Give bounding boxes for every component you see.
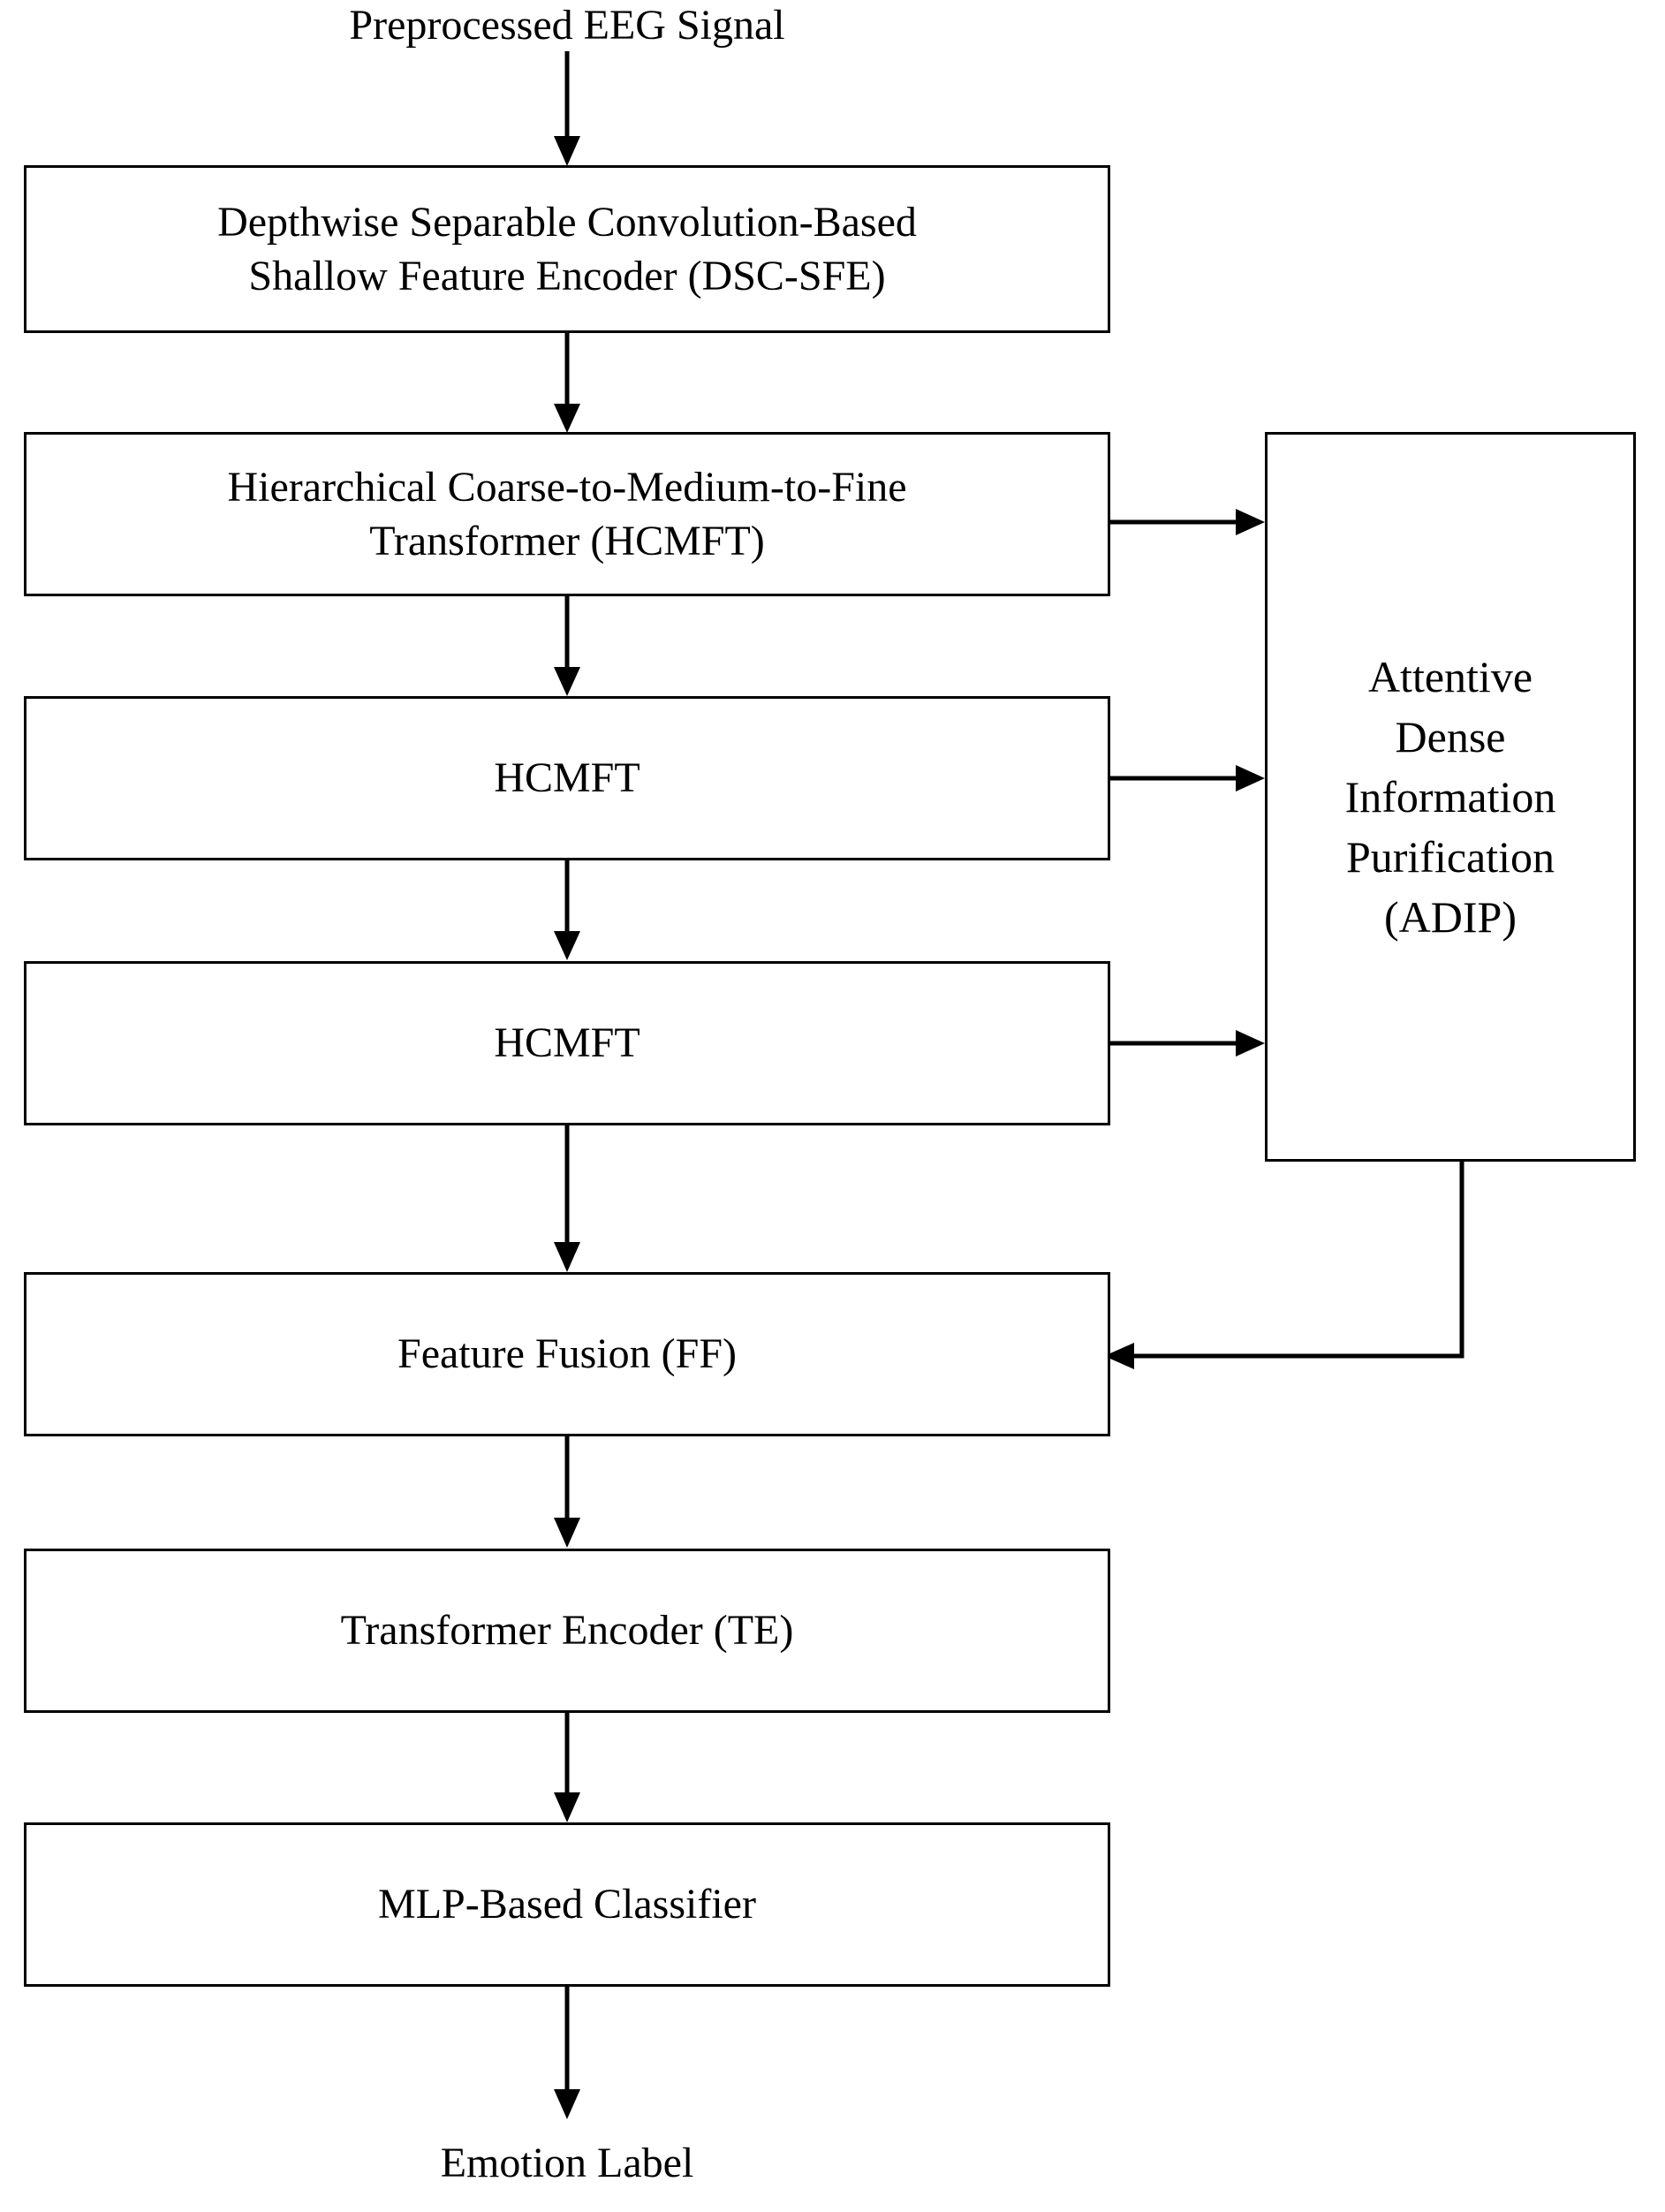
edge-adip-to-ff [1104, 1162, 1464, 1369]
node-transformer-encoder-label: Transformer Encoder (TE) [340, 1607, 794, 1655]
edge-hcmft-2-to-hcmft-3 [554, 860, 580, 960]
edge-hcmft-1-to-hcmft-2 [554, 596, 580, 696]
edge-mlp-to-output [554, 1987, 580, 2119]
node-adip[interactable]: Attentive Dense Information Purification… [1265, 432, 1636, 1162]
node-hcmft-2-label: HCMFT [494, 754, 640, 802]
edge-te-to-mlp [554, 1713, 580, 1822]
node-hcmft-3-label: HCMFT [494, 1019, 640, 1067]
node-mlp-classifier-label: MLP-Based Classifier [378, 1881, 756, 1928]
node-mlp-classifier[interactable]: MLP-Based Classifier [24, 1822, 1110, 1987]
node-hcmft-1[interactable]: Hierarchical Coarse-to-Medium-to-Fine Tr… [24, 432, 1110, 596]
edge-ff-to-te [554, 1436, 580, 1548]
edge-hcmft-3-to-ff [554, 1125, 580, 1272]
edge-input-to-dsc-sfe [554, 51, 580, 166]
node-hcmft-2[interactable]: HCMFT [24, 696, 1110, 860]
node-feature-fusion[interactable]: Feature Fusion (FF) [24, 1272, 1110, 1436]
edge-hcmft-3-to-adip [1109, 1030, 1265, 1057]
node-hcmft-1-label: Hierarchical Coarse-to-Medium-to-Fine Tr… [227, 463, 907, 564]
edge-hcmft-2-to-adip [1109, 765, 1265, 792]
input-signal-label: Preprocessed EEG Signal [349, 2, 785, 49]
node-dsc-sfe[interactable]: Depthwise Separable Convolution-Based Sh… [24, 165, 1110, 333]
output-emotion-label: Emotion Label [440, 2140, 694, 2186]
edge-hcmft-1-to-adip [1109, 509, 1265, 535]
node-hcmft-3[interactable]: HCMFT [24, 961, 1110, 1125]
edge-dsc-sfe-to-hcmft-1 [554, 333, 580, 433]
node-dsc-sfe-label: Depthwise Separable Convolution-Based Sh… [217, 198, 917, 299]
node-transformer-encoder[interactable]: Transformer Encoder (TE) [24, 1549, 1110, 1713]
node-feature-fusion-label: Feature Fusion (FF) [397, 1330, 737, 1378]
node-adip-label: Attentive Dense Information Purification… [1344, 652, 1556, 942]
